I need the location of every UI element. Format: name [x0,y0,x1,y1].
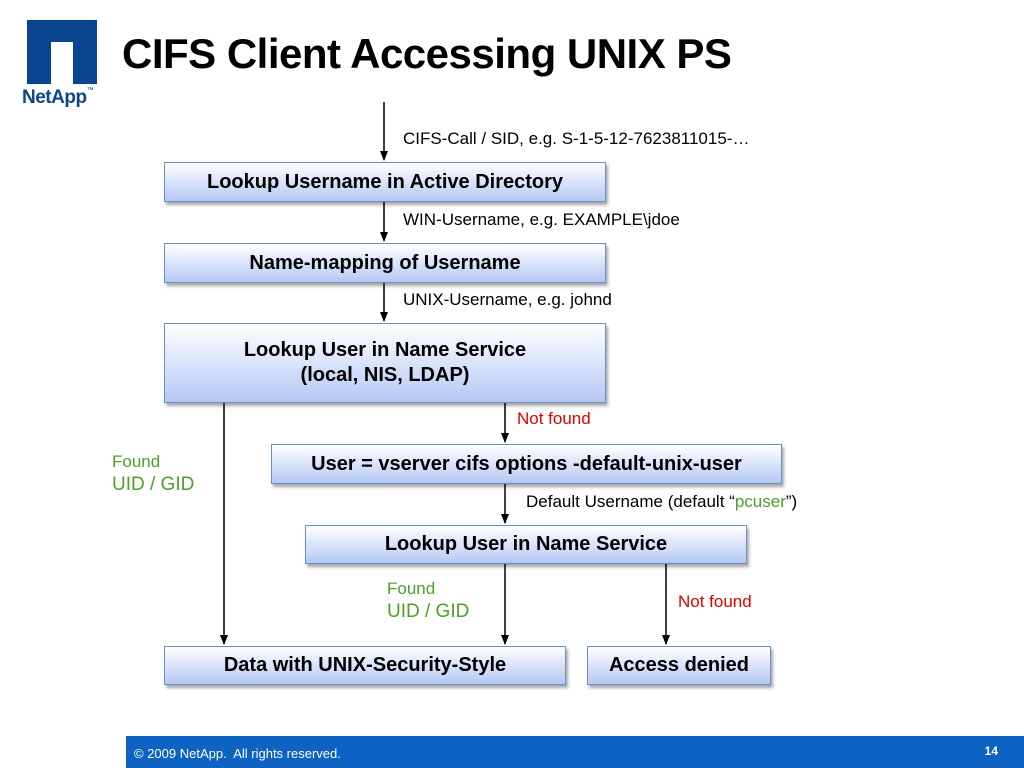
netapp-logo: NetApp™ [22,20,104,110]
found-label-2: Found UID / GID [387,579,469,625]
name-mapping-box: Name-mapping of Username [164,243,606,283]
lookup-ad-box: Lookup Username in Active Directory [164,162,606,202]
not-found-label-1: Not found [517,409,591,428]
default-user-label: User = vserver cifs options -default-uni… [311,452,742,475]
data-unix-security-box: Data with UNIX-Security-Style [164,646,566,685]
netapp-logo-icon [27,20,97,84]
lookup-name-service-2-label: Lookup User in Name Service [384,533,668,555]
data-unix-security-label: Data with UNIX-Security-Style [223,654,507,676]
name-mapping-label: Name-mapping of Username [249,251,521,274]
default-username-label: Default Username (default “pcuser”) [526,492,797,512]
netapp-logo-text: NetApp™ [22,87,94,108]
access-denied-label: Access denied [608,654,750,676]
uid-gid-text-2: UID / GID [387,601,470,622]
cifs-call-label: CIFS-Call / SID, e.g. S-1-5-12-762381101… [403,129,750,148]
found-label-1: Found UID / GID [112,452,194,498]
page-number: 14 [984,744,998,758]
footer-bar: © 2009 NetApp. All rights reserved. 14 [126,736,1024,768]
lookup-name-service-line2: (local, NIS, LDAP) [300,364,470,386]
found-text-2: Found [387,579,436,598]
lookup-ad-label: Lookup Username in Active Directory [206,170,564,193]
default-username-suffix: ”) [785,492,798,511]
lookup-name-service-2-box: Lookup User in Name Service [305,525,747,564]
not-found-label-2: Not found [678,592,752,611]
default-user-box: User = vserver cifs options -default-uni… [271,444,782,484]
copyright-text: © 2009 NetApp. All rights reserved. [134,746,341,761]
lookup-name-service-label: Lookup User in Name Service (local, NIS,… [244,338,526,388]
win-username-label: WIN-Username, e.g. EXAMPLE\jdoe [403,210,680,229]
unix-username-label: UNIX-Username, e.g. johnd [403,290,612,309]
uid-gid-text-1: UID / GID [112,474,195,495]
access-denied-box: Access denied [587,646,771,685]
slide-title: CIFS Client Accessing UNIX PS [122,30,732,77]
default-username-prefix: Default Username (default “ [526,492,735,511]
lookup-name-service-box: Lookup User in Name Service (local, NIS,… [164,323,606,403]
default-username-value: pcuser [734,492,786,511]
found-text-1: Found [112,452,161,471]
lookup-name-service-line1: Lookup User in Name Service [243,339,527,361]
